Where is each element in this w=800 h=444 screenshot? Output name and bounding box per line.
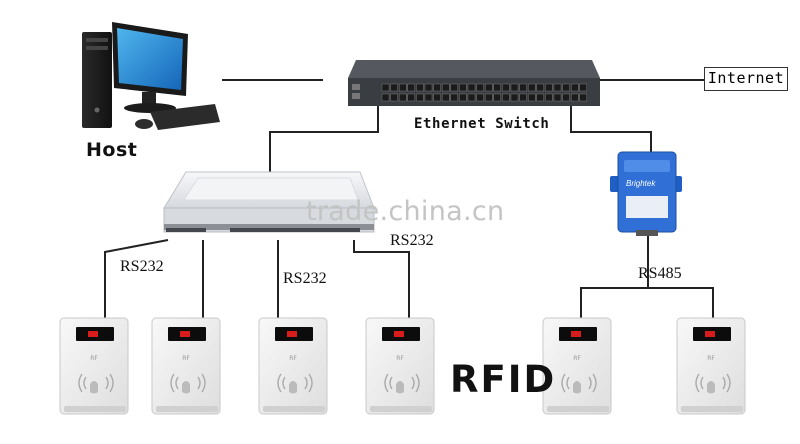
rs485-label: RS485 [638,265,682,282]
rfid-reader-icon [151,317,221,415]
rs232-label: RS232 [120,258,164,275]
connection-lines [104,79,714,318]
rs232-label: RS232 [283,270,327,287]
rfid-label: RFID [450,358,557,401]
watermark-text: trade.china.cn [306,196,505,227]
rs232-label: RS232 [390,232,434,249]
rs485-converter-icon [610,151,682,236]
switch-label: Ethernet Switch [414,116,550,132]
rfid-reader-icon [59,317,129,415]
rfid-readers [59,317,746,415]
host-computer-icon [82,22,220,130]
internet-box: Internet [704,67,788,91]
host-label: Host [86,139,138,161]
rfid-reader-icon [365,317,435,415]
rfid-reader-icon [258,317,328,415]
serial-server-icon [163,171,375,233]
rfid-reader-icon [676,317,746,415]
converter-brand-text: Brightek [626,179,656,188]
ethernet-switch-icon [348,60,600,106]
